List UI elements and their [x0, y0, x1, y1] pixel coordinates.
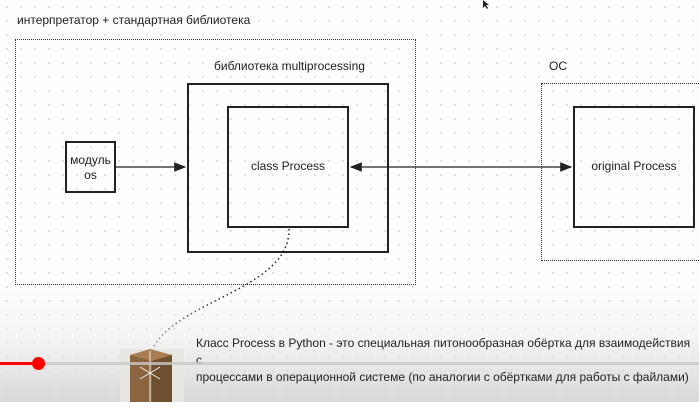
caption-line-1: Класс Process в Python - это специальная… [196, 336, 691, 367]
video-progress-fill [0, 362, 38, 365]
original-process-label: original Process [591, 159, 677, 173]
original-process-box [573, 106, 695, 228]
video-bottom-overlay [0, 290, 699, 402]
class-process-label: class Process [250, 159, 326, 173]
mouse-pointer-icon [483, 0, 489, 9]
outer-box-label: интерпретатор + стандартная библиотека [17, 13, 251, 27]
library-box-label: библиотека multiprocessing [214, 59, 365, 73]
os-container [541, 83, 699, 261]
interpreter-container [15, 39, 416, 285]
module-os-label-line2: os [84, 168, 97, 182]
video-progress-scrubber[interactable] [32, 357, 45, 370]
box-thumbnail [120, 349, 184, 402]
module-os-box [65, 141, 116, 193]
video-caption: Класс Process в Python - это специальная… [196, 335, 691, 386]
os-box-label: ОС [549, 59, 567, 73]
module-os-label-line1: модуль [70, 153, 111, 167]
class-process-box [227, 106, 349, 228]
cardboard-box-icon [130, 349, 172, 402]
caption-line-2: процессами в операционной системе (по ан… [196, 370, 689, 384]
video-progress-track[interactable] [0, 362, 699, 365]
